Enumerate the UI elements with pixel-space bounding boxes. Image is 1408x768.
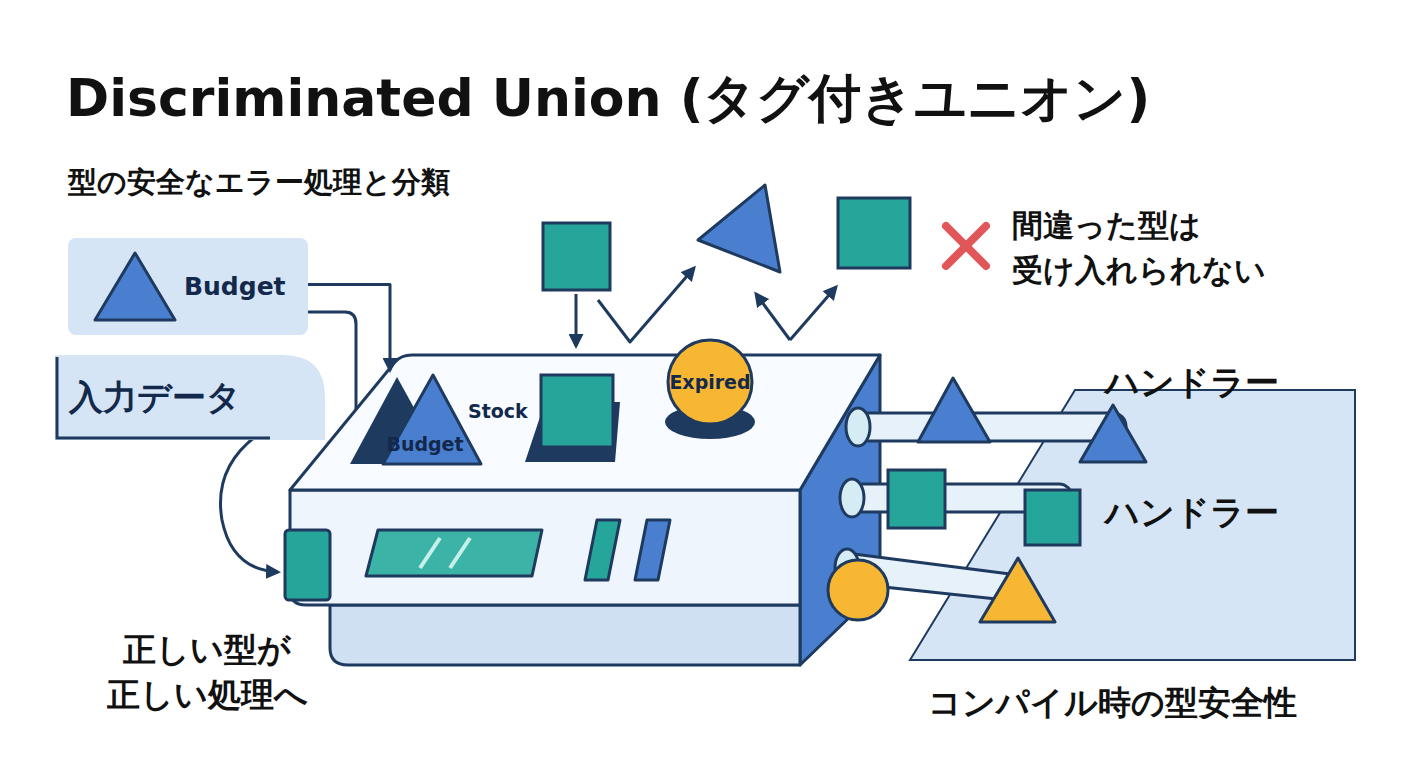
- triangle-slot: [383, 375, 481, 464]
- budget-slot: Budget: [345, 372, 485, 467]
- output-pipe: [856, 413, 1126, 441]
- machine-top: [290, 355, 880, 490]
- handler-label: ハンドラー: [1105, 362, 1365, 403]
- node-label: Budget: [386, 433, 463, 455]
- expired-ball: Expired: [666, 338, 754, 426]
- machine-switch: [585, 520, 620, 580]
- circle-token: [828, 560, 888, 620]
- triangle-token: [980, 558, 1055, 622]
- output-port: [846, 408, 870, 446]
- subtitle: 型の安全なエラー処理と分類: [68, 164, 708, 202]
- flow-arrow: [308, 285, 390, 371]
- flow-arrow: [575, 294, 578, 346]
- band-outline: [57, 357, 270, 438]
- square-token: [543, 223, 610, 290]
- display-window: [366, 530, 542, 576]
- reject-cross: [946, 226, 986, 266]
- reject-note: 間違った型は 受け入れられない: [1012, 203, 1342, 293]
- input-band: 入力データ: [55, 355, 325, 440]
- reject-arrow: [756, 294, 790, 340]
- machine-front: [290, 490, 800, 605]
- reject-cross: [946, 226, 986, 266]
- input-wire: [220, 428, 278, 572]
- machine-base: [330, 605, 800, 665]
- triangle-token: [1080, 405, 1146, 462]
- node-label: Stock: [468, 400, 528, 422]
- output-port: [840, 479, 864, 517]
- input-type-box: Budget: [68, 238, 308, 335]
- node-label: Budget: [184, 272, 286, 301]
- handler-label: ハンドラー: [1105, 492, 1365, 533]
- box-fill: [68, 238, 308, 335]
- routing-note: 正しい型が 正しい処理へ: [82, 628, 332, 717]
- square-token: [838, 198, 910, 268]
- window-highlight: [420, 538, 440, 568]
- reject-arrow: [598, 268, 694, 342]
- square-token: [1025, 490, 1080, 545]
- diagram-title: Discriminated Union (タグ付きユニオン): [66, 64, 1150, 134]
- triangle-token: [698, 185, 780, 272]
- square-token: [888, 470, 945, 528]
- triangle-token: [95, 253, 175, 320]
- node-label: 入力データ: [69, 375, 241, 421]
- triangle-token: [918, 378, 990, 442]
- compile-note: コンパイル時の型安全性: [928, 683, 1368, 723]
- reject-arrow: [790, 287, 836, 340]
- window-highlight: [450, 538, 470, 568]
- band-fill: [55, 355, 325, 440]
- circle-slot: [668, 340, 752, 424]
- input-port: [285, 530, 330, 600]
- node-label: Expired: [669, 371, 750, 393]
- stock-slot: Stock: [465, 372, 625, 464]
- square-slot: [541, 375, 613, 447]
- machine-switch: [635, 520, 670, 580]
